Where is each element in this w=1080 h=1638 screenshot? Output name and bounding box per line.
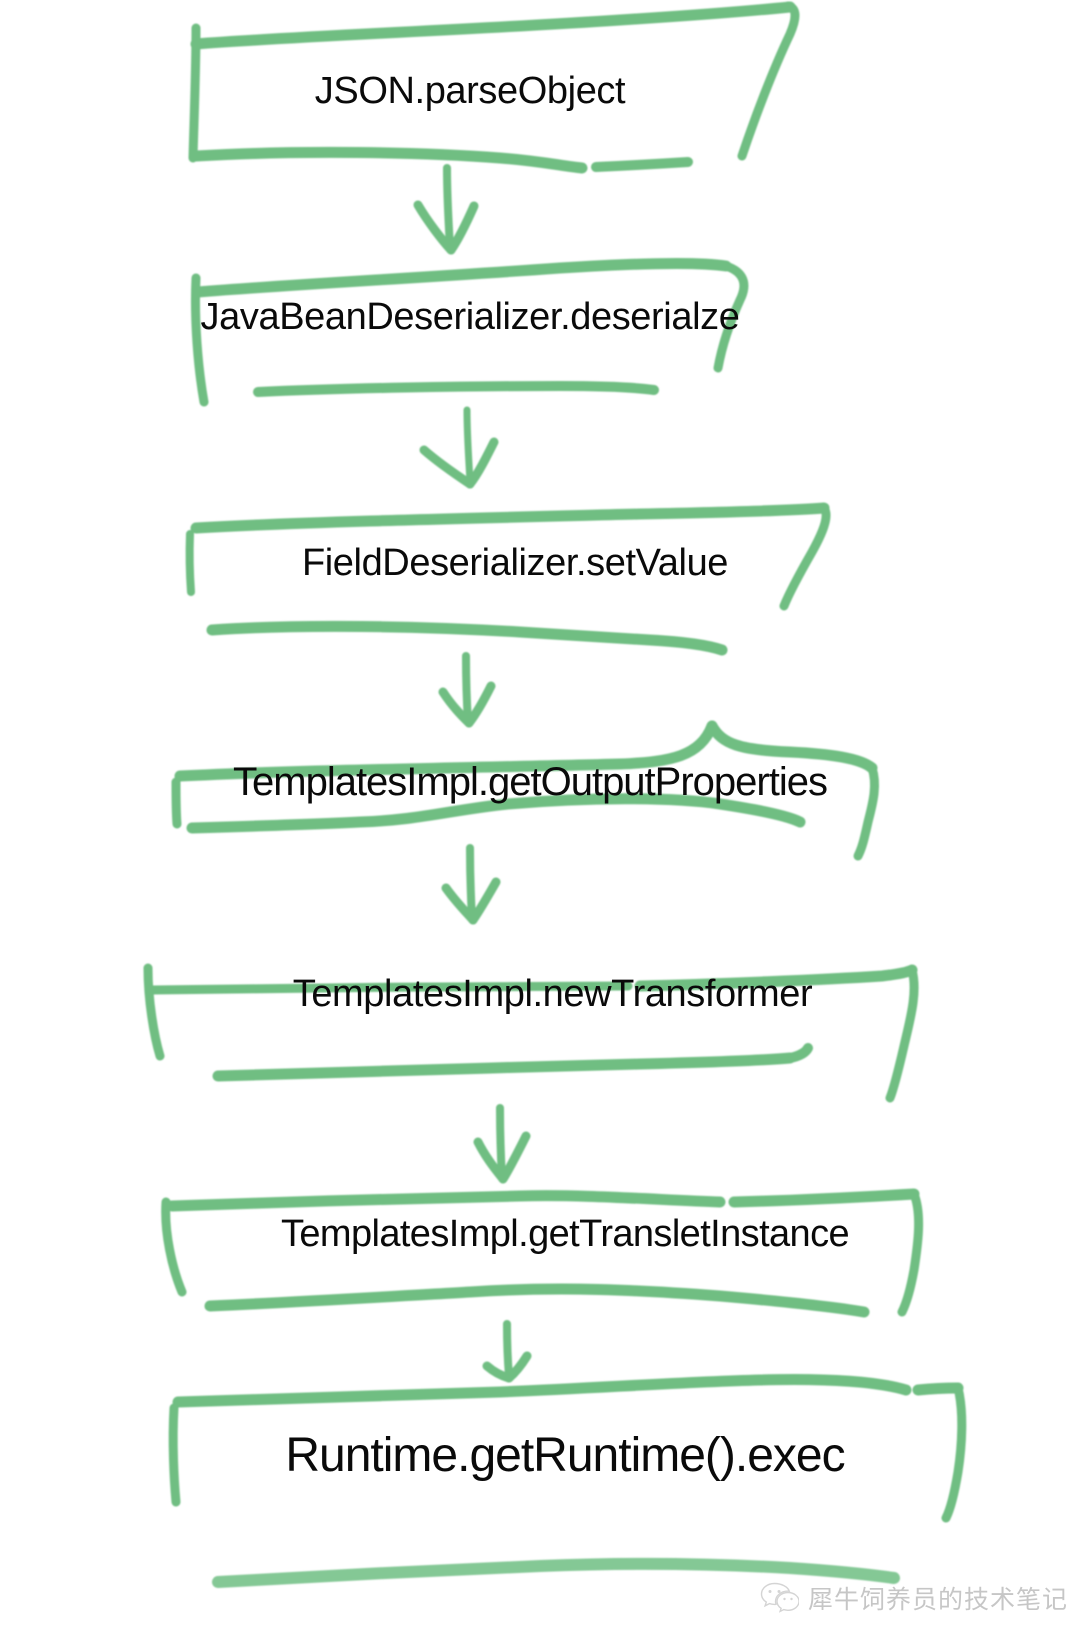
edge-arrow-4: [441, 844, 501, 925]
edge-arrow-3: [438, 652, 496, 728]
edge-arrow-5: [473, 1104, 531, 1184]
edge-arrow-2: [419, 406, 499, 489]
node-box-6: [161, 1188, 924, 1318]
node-box-2: [190, 258, 749, 407]
watermark: 犀牛饲养员的技术笔记: [759, 1580, 1068, 1616]
node-label-6: TemplatesImpl.getTransletInstance: [280, 1213, 850, 1255]
node-box-4: [171, 720, 879, 861]
node-label-7: Runtime.getRuntime().exec: [285, 1429, 845, 1482]
watermark-text: 犀牛饲养员的技术笔记: [807, 1586, 1068, 1614]
node-label-4: TemplatesImpl.getOutputProperties: [233, 760, 828, 804]
wechat-icon: [760, 1582, 799, 1613]
node-box-1: [188, 1, 800, 174]
node-label-1: JSON.parseObject: [314, 70, 626, 112]
edge-arrow-1: [413, 164, 479, 255]
edge-arrow-6: [482, 1320, 532, 1383]
node-label-3: FieldDeserializer.setValue: [301, 542, 729, 584]
node-label-2: JavaBeanDeserializer.deserialze: [200, 296, 740, 338]
node-box-5: [143, 963, 919, 1103]
node-box-7: [168, 1373, 967, 1588]
node-box-3: [185, 502, 831, 656]
node-label-5: TemplatesImpl.newTransformer: [292, 973, 813, 1015]
